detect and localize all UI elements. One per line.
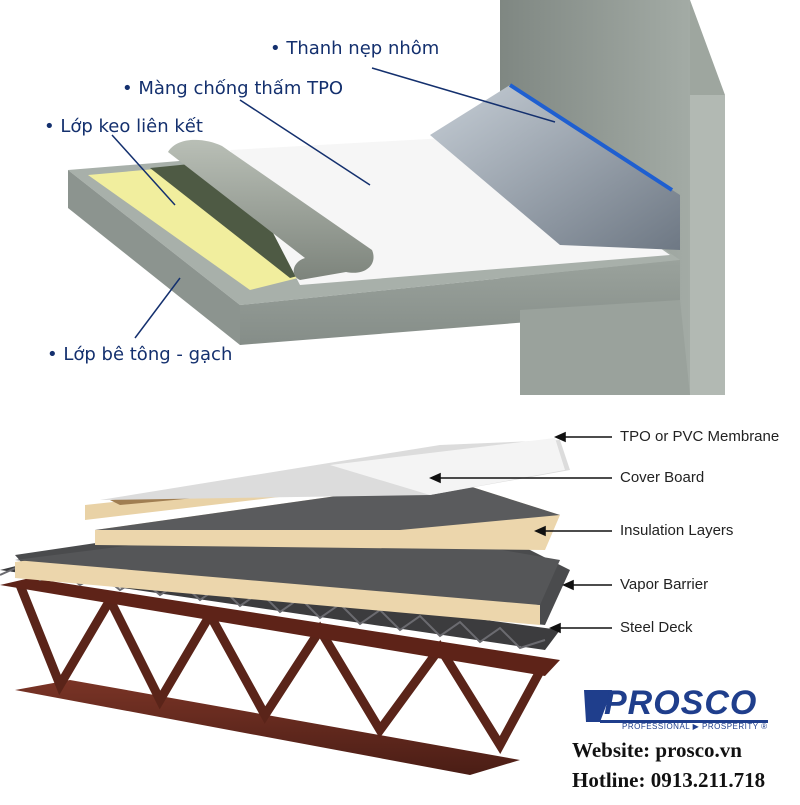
label-cover-board: Cover Board [620, 469, 704, 486]
brand-logo: PROSCO PROFESSIONAL ▶ PROSPERITY ® [582, 684, 782, 734]
label-insulation: Insulation Layers [620, 522, 733, 539]
label-membrane: TPO or PVC Membrane [620, 428, 779, 445]
wall-below-slab [520, 300, 690, 395]
website-text[interactable]: Website: prosco.vn [572, 738, 742, 763]
label-concrete-layer: • Lớp bê tông - gạch [47, 344, 232, 365]
top-roof-illustration [68, 0, 725, 395]
truss-bottom-chord [15, 680, 520, 775]
label-tpo-membrane: • Màng chống thấm TPO [122, 78, 343, 99]
parapet-front-face [690, 95, 725, 395]
label-adhesive-layer: • Lớp keo liên kết [44, 116, 203, 137]
label-steel-deck: Steel Deck [620, 619, 693, 636]
label-vapor-barrier: Vapor Barrier [620, 576, 708, 593]
brand-tagline: PROFESSIONAL ▶ PROSPERITY ® [622, 722, 768, 731]
brand-name: PROSCO [604, 684, 757, 723]
hotline-text[interactable]: Hotline: 0913.211.718 [572, 768, 765, 793]
bottom-roof-illustration [0, 433, 612, 775]
label-aluminum-strip: • Thanh nẹp nhôm [270, 38, 439, 59]
leader-concrete [135, 278, 180, 338]
